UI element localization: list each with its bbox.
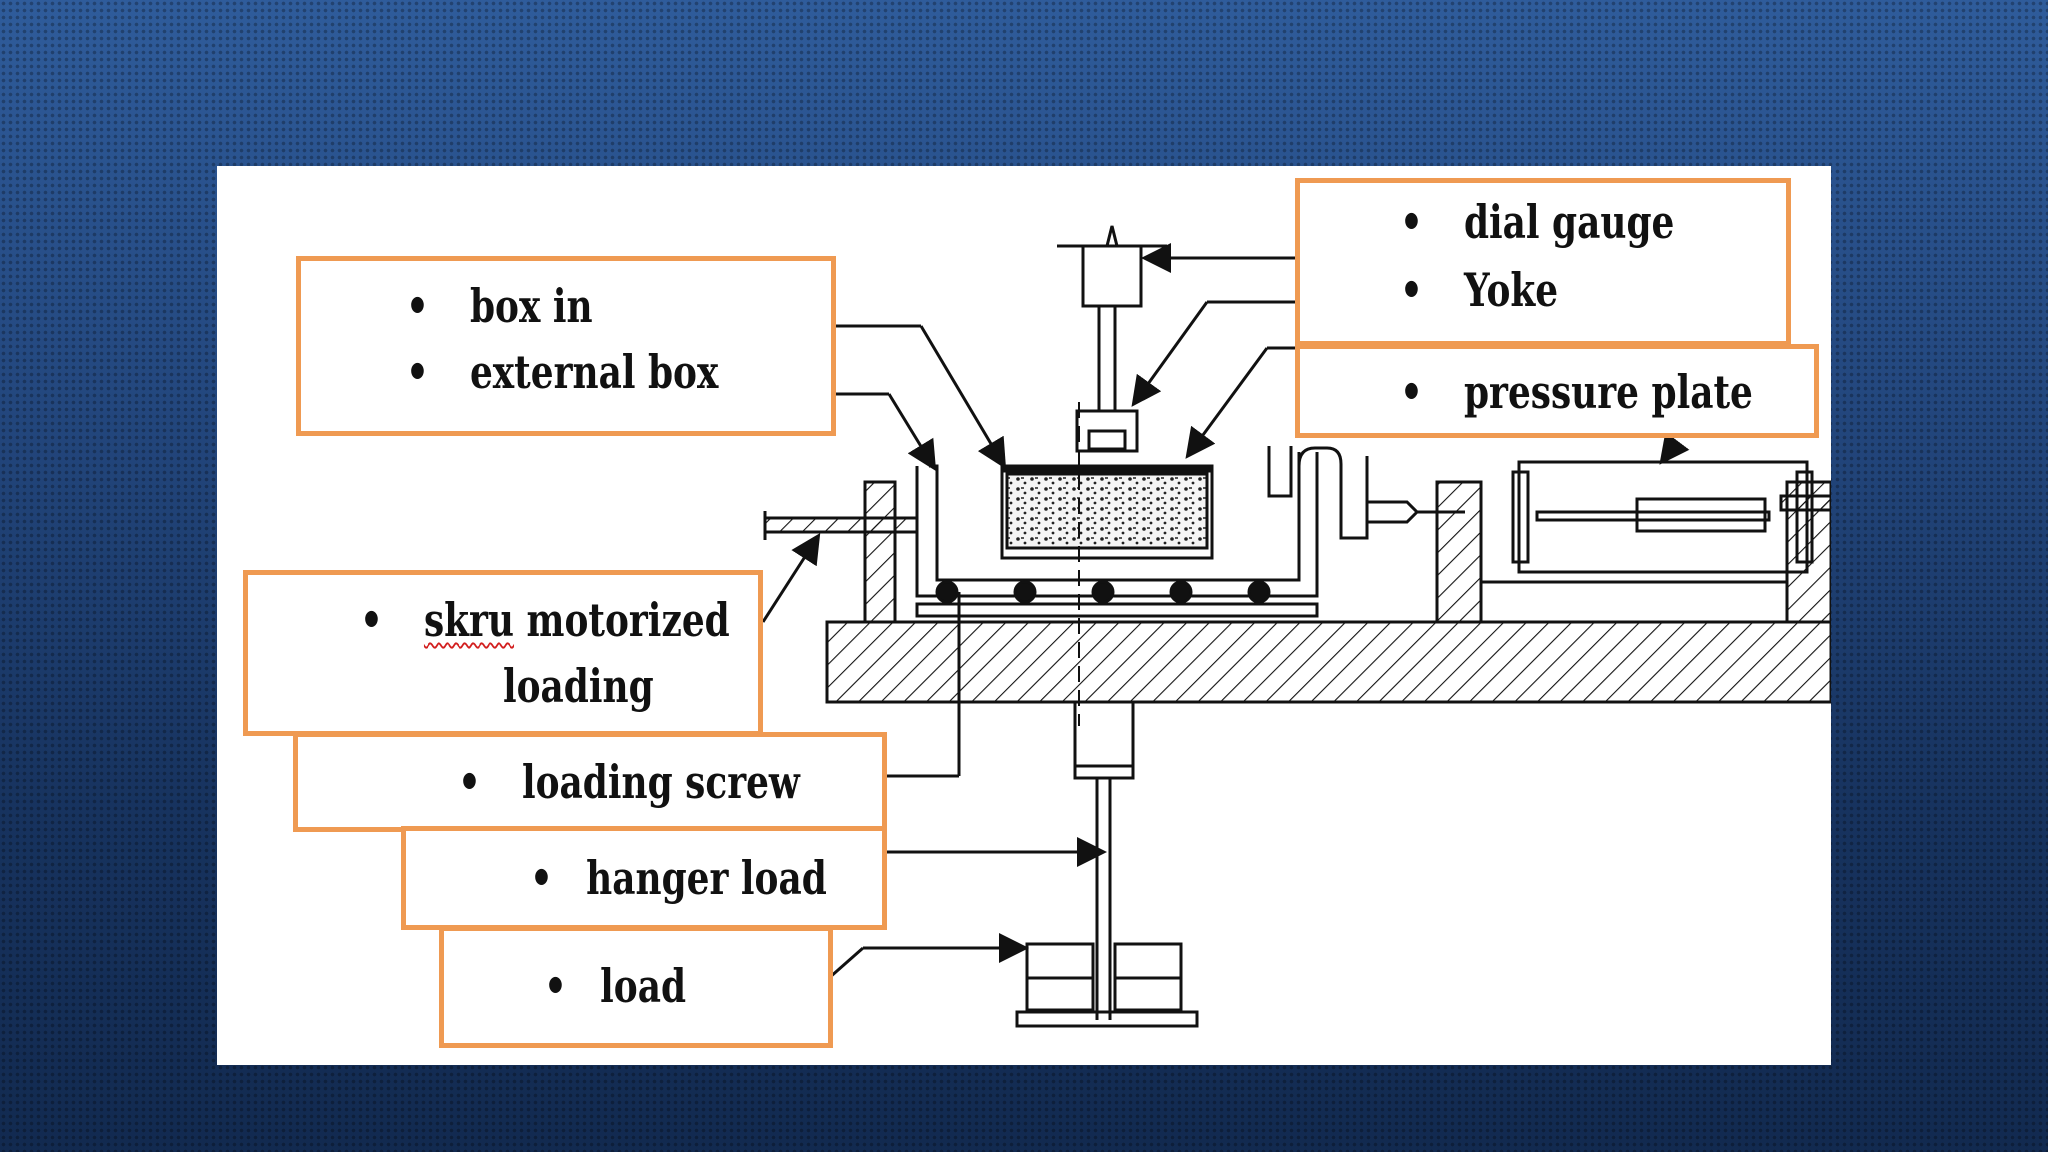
label-skru-motorized-loading: • skru motorized loading xyxy=(243,570,763,736)
label-item: • load xyxy=(544,959,686,1013)
label-text: Yoke xyxy=(1463,263,1559,317)
label-dial-gauge-yoke: • dial gauge • Yoke xyxy=(1295,178,1791,346)
label-item: • pressure plate xyxy=(1400,365,1753,419)
inner-box xyxy=(1000,464,1214,560)
label-text: dial gauge xyxy=(1463,195,1675,249)
label-item: • loading screw xyxy=(458,755,800,809)
label-item-line2: loading xyxy=(503,659,654,713)
bullet-icon: • xyxy=(530,851,553,905)
hanger-plate xyxy=(1015,1010,1199,1028)
bullet-icon: • xyxy=(360,593,383,647)
bullet-icon: • xyxy=(406,345,429,399)
dial-gauge xyxy=(1081,244,1143,308)
label-load: • load xyxy=(439,926,833,1048)
base-block xyxy=(825,620,1831,704)
label-loading-screw: • loading screw xyxy=(293,732,887,832)
label-text: box in xyxy=(469,279,593,333)
bullet-icon: • xyxy=(1400,195,1423,249)
label-item: • box in xyxy=(406,279,593,333)
label-text-misspelled: skru xyxy=(423,593,515,647)
bullet-icon: • xyxy=(1400,365,1423,419)
label-item: • Yoke xyxy=(1400,263,1558,317)
label-item: • external box xyxy=(406,345,718,399)
direct-shear-apparatus-drawing xyxy=(761,225,1831,1028)
label-text: motorized xyxy=(526,593,730,647)
left-post xyxy=(863,480,897,624)
yoke xyxy=(1075,409,1139,453)
bullet-icon: • xyxy=(544,959,567,1013)
label-text: external box xyxy=(469,345,719,399)
label-box-in-external-box: • box in • external box xyxy=(296,256,836,436)
label-text: load xyxy=(600,959,687,1013)
bullet-icon: • xyxy=(458,755,481,809)
label-item: • hanger load xyxy=(530,851,827,905)
label-pressure-plate: • pressure plate xyxy=(1295,344,1819,438)
label-text: hanger load xyxy=(586,851,827,905)
label-text: loading screw xyxy=(521,755,800,809)
bullet-icon: • xyxy=(1400,263,1423,317)
label-item: • skru motorized xyxy=(360,593,730,647)
label-hanger-load: • hanger load xyxy=(401,826,887,930)
label-text: loading xyxy=(503,659,654,713)
label-text: pressure plate xyxy=(1463,365,1753,419)
diagram-panel: •box in •external box •dial gauge •Yoke … xyxy=(217,166,1831,1065)
bullet-icon: • xyxy=(406,279,429,333)
label-item: • dial gauge xyxy=(1400,195,1674,249)
